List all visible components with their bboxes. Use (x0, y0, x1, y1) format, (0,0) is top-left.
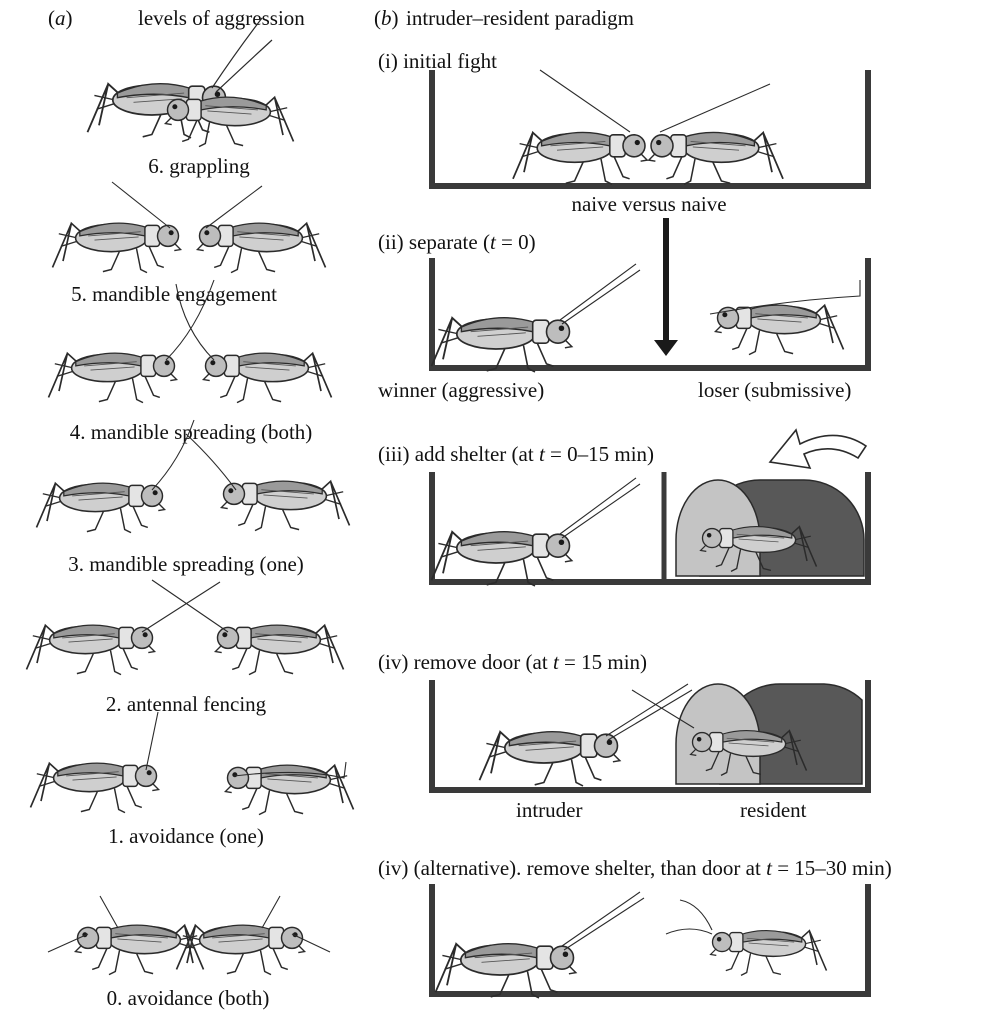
level-0-crickets (48, 896, 330, 975)
step-4-crickets (480, 684, 863, 786)
level-1-crickets (31, 712, 354, 815)
down-arrow-icon (654, 218, 678, 356)
step-3-left-cricket (432, 478, 641, 586)
level-2-crickets (27, 580, 344, 675)
curved-arrow-icon (770, 430, 866, 468)
level-4-crickets (49, 280, 332, 403)
level-5-crickets (53, 182, 326, 273)
level-3-crickets (37, 420, 350, 533)
step-1-crickets (513, 70, 783, 184)
level-6-crickets (88, 18, 294, 147)
step-5-crickets (436, 892, 827, 998)
step-2-crickets (432, 264, 861, 372)
arena-1 (432, 70, 868, 186)
shelter-icon (676, 480, 864, 576)
